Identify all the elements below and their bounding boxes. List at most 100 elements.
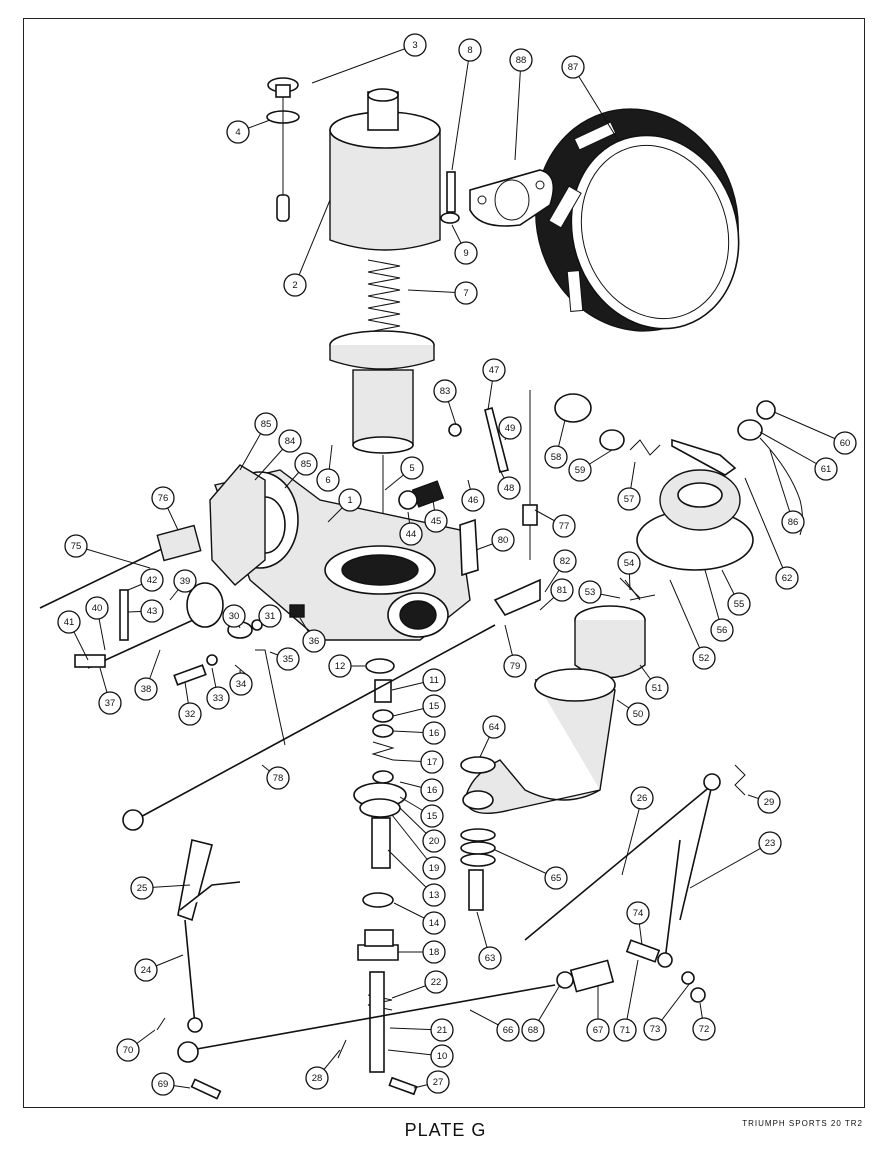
callout-73: 73 [643,1017,667,1041]
callout-number: 11 [429,675,439,686]
callout-51: 51 [645,676,669,700]
washer [440,212,460,224]
callout-75: 75 [64,534,88,558]
callout-74: 74 [626,901,650,925]
callout-number: 74 [633,908,644,919]
callout-number: 31 [265,611,276,622]
callout-number: 15 [429,701,440,712]
callout-number: 78 [273,773,284,784]
callout-number: 40 [92,603,103,614]
callout-number: 76 [158,493,169,504]
callout-63: 63 [478,946,502,970]
washer-65b [460,841,496,855]
piston-spring [367,259,401,333]
callout-19: 19 [422,856,446,880]
callout-leader-3 [311,44,416,84]
filter [599,429,625,451]
callout-number: 48 [504,483,515,494]
joint-67 [569,959,615,993]
callout-leader-60 [773,411,846,444]
callout-48: 48 [497,476,521,500]
callout-50: 50 [626,702,650,726]
callout-55: 55 [727,592,751,616]
callout-number: 16 [427,785,438,796]
callout-number: 10 [437,1051,448,1062]
callout-number: 4 [235,127,240,138]
spring-29 [734,764,746,796]
callout-leader-75 [75,545,151,569]
callout-44: 44 [399,522,423,546]
callout-number: 49 [505,423,516,434]
callout-71: 71 [613,1018,637,1042]
nut-72 [690,987,706,1003]
jet-lever-fitting [522,504,538,526]
callout-number: 47 [489,365,500,376]
linkage-left [177,839,241,1033]
callout-number: 53 [585,587,596,598]
callout-number: 30 [229,611,240,622]
callout-leader-61 [759,431,827,470]
callout-39: 39 [173,569,197,593]
callout-5: 5 [400,456,424,480]
washer-65c [460,853,496,867]
callout-29: 29 [757,790,781,814]
callout-41: 41 [57,610,81,634]
callout-87: 87 [561,55,585,79]
callout-leader-2 [294,199,331,286]
callout-leader-23 [689,842,771,889]
parts-drawing [39,77,803,1100]
banjo-bolt-63 [468,869,484,911]
callout-65: 65 [544,866,568,890]
callout-25: 25 [130,876,154,900]
callout-4: 4 [226,120,250,144]
callout-77: 77 [552,514,576,538]
callout-83: 83 [433,379,457,403]
callout-54: 54 [617,551,641,575]
callout-86: 86 [781,510,805,534]
callout-number: 68 [528,1025,539,1036]
washer-33 [206,654,218,666]
callout-number: 79 [510,661,521,672]
callout-61: 61 [814,457,838,481]
callout-number: 84 [285,436,296,447]
callout-number: 45 [431,516,442,527]
screw-42 [119,589,129,641]
washer-65a [460,828,496,842]
fitting-71 [625,939,661,963]
callout-number: 71 [620,1025,631,1036]
callout-number: 52 [699,653,710,664]
callout-35: 35 [276,647,300,671]
callout-number: 19 [429,863,440,874]
callout-57: 57 [617,487,641,511]
callout-53: 53 [578,580,602,604]
callout-number: 77 [559,521,570,532]
callout-60: 60 [833,431,857,455]
callout-3: 3 [403,33,427,57]
callout-42: 42 [140,568,164,592]
callout-number: 26 [637,793,648,804]
callout-number: 28 [312,1073,323,1084]
callout-number: 24 [141,965,152,976]
wire-34 [255,649,286,746]
callout-10: 10 [430,1044,454,1068]
callout-markers: 1234567891011121314151516161718192021222… [57,33,857,1096]
callout-number: 73 [650,1024,661,1035]
rod-end-78 [122,809,144,831]
damper-assembly [266,77,300,222]
callout-13: 13 [422,883,446,907]
callout-number: 81 [557,585,568,596]
callout-number: 15 [427,811,438,822]
washer-12 [365,658,395,674]
callout-16: 16 [420,778,444,802]
banjo-fitting [737,419,763,441]
callout-40: 40 [85,596,109,620]
callout-number: 36 [309,636,320,647]
plate-footer: TRIUMPH SPORTS 20 TR2 [742,1119,863,1128]
air-cleaner [535,108,740,332]
callout-number: 72 [699,1024,710,1035]
callout-number: 14 [429,918,440,929]
callout-number: 35 [283,654,294,665]
callout-number: 57 [624,494,635,505]
pin-28 [337,1039,347,1059]
callout-number: 70 [123,1045,134,1056]
